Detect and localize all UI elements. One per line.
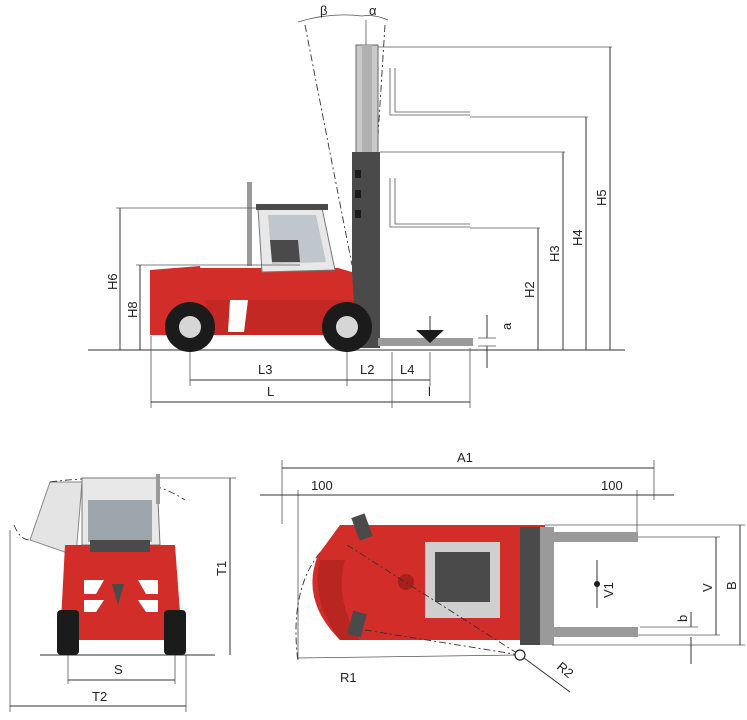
a-label: a [499,322,514,330]
front-right-wheel [164,610,186,655]
white-stripe [228,300,248,332]
alpha-arc [361,15,389,21]
A1-label: A1 [457,450,473,465]
T1-label: T1 [214,561,229,576]
L2-label: L2 [360,362,374,377]
top-view: A1 100 100 R1 R2 V1 [260,450,745,693]
beta-label: β [320,3,327,18]
S-label: S [114,662,123,677]
seat [270,240,300,262]
H6-label: H6 [105,273,120,290]
open-door [29,481,83,557]
tilt-back-line [304,24,353,266]
load-center-arrow [416,330,444,343]
100-right-label: 100 [601,478,623,493]
R2-label: R2 [554,659,576,681]
H2-label: H2 [522,281,537,298]
H8-label: H8 [125,301,140,318]
alpha-label: α [369,3,377,18]
V-label: V [700,583,715,592]
L-label: L [267,384,274,399]
exhaust-pipe [247,182,252,266]
front-left-wheel [57,610,79,655]
beta-arc [297,14,363,23]
front-view: T1 S T2 [9,474,236,712]
T2-label: T2 [92,689,107,704]
fork-raised-high [389,68,470,116]
top-fork-upper [554,532,638,542]
B-label: B [724,581,739,590]
fork-lowered [378,338,473,346]
V1-label: V1 [601,582,616,598]
L4-label: L4 [400,362,414,377]
L3-label: L3 [258,362,272,377]
R2-line [519,654,571,693]
H5-label: H5 [594,189,609,206]
fork-raised-mid [389,178,470,228]
top-fork-lower [554,627,638,637]
top-rear-lamp [351,513,373,541]
top-carriage [540,527,554,645]
R1-line [346,544,521,656]
b-label: b [675,615,690,622]
front-exhaust [156,474,160,504]
R1-label: R1 [340,670,357,685]
side-view: β α [88,3,625,408]
front-window [88,500,152,542]
l-label: l [428,384,431,399]
turning-center [514,649,526,661]
cab-roof [256,204,328,210]
H3-label: H3 [547,245,562,262]
100-left-label: 100 [311,478,333,493]
H4-label: H4 [570,229,585,246]
